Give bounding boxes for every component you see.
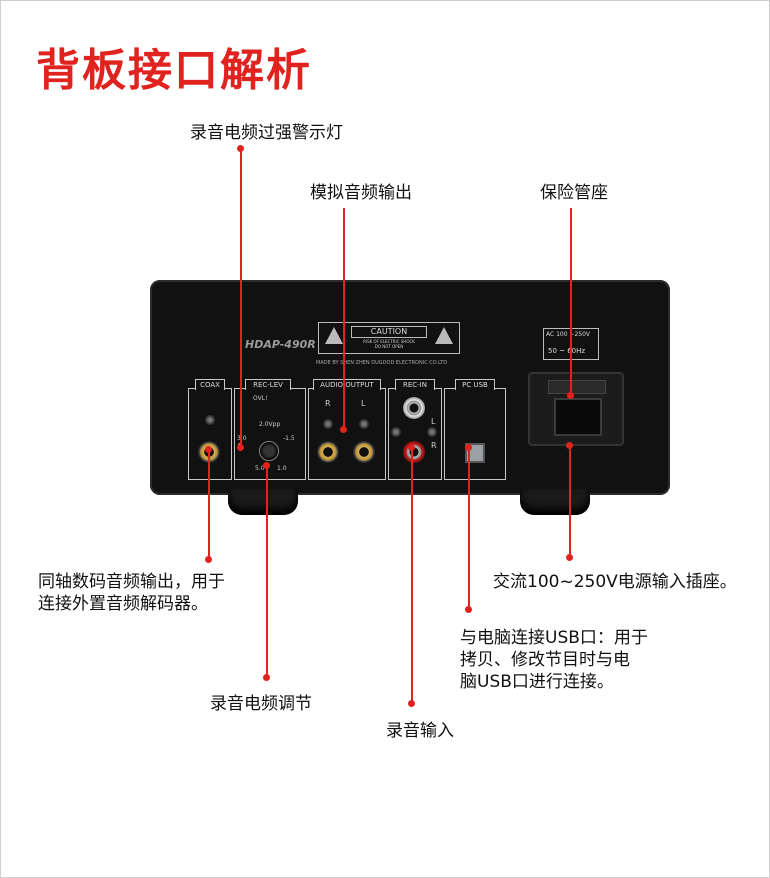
- knob-bl-text: 5.0: [255, 465, 265, 472]
- callout-fuse-holder: 保险管座: [540, 183, 608, 203]
- pointer-dot: [263, 462, 270, 469]
- callout-usb-line3: 脑USB口进行连接。: [460, 672, 614, 692]
- device-model: HDAP-490R: [245, 338, 316, 351]
- screw-icon: [323, 419, 333, 429]
- pointer-dot: [237, 145, 244, 152]
- analog-output-l-jack[interactable]: [353, 441, 375, 463]
- pointer-line-usb: [468, 448, 470, 610]
- caution-label: CAUTION RISK OF ELECTRIC SHOCK DO NOT OP…: [318, 322, 460, 354]
- coax-panel: COAX: [188, 379, 232, 480]
- knob-right-text: -1.5: [283, 435, 295, 442]
- power-inlet-socket[interactable]: [528, 372, 624, 446]
- pointer-line-overload: [240, 148, 242, 448]
- screw-icon: [427, 427, 437, 437]
- callout-record-level: 录音电频调节: [210, 694, 312, 714]
- pointer-line-record-input: [411, 448, 413, 704]
- callout-record-overload-led: 录音电频过强警示灯: [190, 123, 343, 143]
- audio-output-tag: AUDIO OUTPUT: [313, 379, 381, 390]
- pointer-dot: [408, 700, 415, 707]
- fuse-holder[interactable]: [548, 380, 606, 394]
- screw-icon: [391, 427, 401, 437]
- rec-lev-panel: REC-LEV OVL! 2.0Vpp 3.0 -1.5 5.0 1.0: [234, 379, 306, 480]
- warning-triangle-icon: [325, 327, 343, 344]
- warning-triangle-icon: [435, 327, 453, 344]
- ac-freq: 50 ~ 60Hz: [548, 347, 586, 355]
- pointer-line-record-level: [266, 466, 268, 678]
- device-back-panel: HDAP-490R CAUTION RISK OF ELECTRIC SHOCK…: [150, 280, 670, 495]
- screw-icon: [205, 415, 215, 425]
- callout-analog-output: 模拟音频输出: [310, 183, 412, 203]
- knob-br-text: 1.0: [277, 465, 287, 472]
- caution-title: CAUTION: [351, 326, 427, 338]
- callout-coax-line1: 同轴数码音频输出，用于: [38, 572, 225, 592]
- pc-usb-tag: PC USB: [455, 379, 495, 390]
- pc-usb-panel: PC USB: [444, 379, 506, 480]
- callout-power-input: 交流100~250V电源输入插座。: [493, 572, 737, 592]
- pointer-line-fuse: [570, 208, 572, 396]
- pointer-dot: [408, 444, 415, 451]
- ovl-text: OVL!: [253, 395, 268, 402]
- pointer-dot: [205, 556, 212, 563]
- pointer-dot: [566, 554, 573, 561]
- caution-sub1: RISK OF ELECTRIC SHOCK: [363, 339, 415, 344]
- pointer-dot: [263, 674, 270, 681]
- rec-in-tag: REC-IN: [395, 379, 435, 390]
- channel-r-label: R: [325, 399, 331, 408]
- device-foot: [228, 489, 298, 515]
- callout-record-input: 录音输入: [386, 721, 454, 741]
- callout-usb-line1: 与电脑连接USB口：用于: [460, 628, 648, 648]
- pointer-dot: [465, 444, 472, 451]
- callout-usb-line2: 拷贝、修改节目时与电: [460, 650, 630, 670]
- made-by-text: MADE BY SHEN ZHEN DUGOOD ELECTRONIC CO.L…: [316, 360, 448, 366]
- pointer-line-coax: [208, 450, 210, 560]
- pointer-dot: [237, 444, 244, 451]
- pointer-dot: [566, 442, 573, 449]
- rec-in-l-label: L: [431, 417, 436, 426]
- ac-range: AC 100 ~250V: [546, 331, 591, 338]
- audio-output-panel: AUDIO OUTPUT R L: [308, 379, 386, 480]
- rec-lev-tag: REC-LEV: [245, 379, 291, 390]
- screw-icon: [359, 419, 369, 429]
- coax-tag: COAX: [195, 379, 225, 390]
- rec-in-r-label: R: [431, 441, 437, 450]
- callout-coax-line2: 连接外置音频解码器。: [38, 594, 208, 614]
- record-input-l-jack[interactable]: [403, 397, 425, 419]
- pointer-dot: [465, 606, 472, 613]
- device-foot: [520, 489, 590, 515]
- caution-sub2: DO NOT OPEN: [374, 344, 404, 349]
- vpp-text: 2.0Vpp: [259, 421, 281, 428]
- pointer-dot: [340, 426, 347, 433]
- pointer-line-analog-output: [343, 208, 345, 430]
- record-level-knob[interactable]: [259, 441, 279, 461]
- pointer-line-power: [569, 446, 571, 558]
- analog-output-r-jack[interactable]: [317, 441, 339, 463]
- pointer-dot: [205, 446, 212, 453]
- page-title: 背板接口解析: [36, 45, 312, 96]
- rec-in-panel: REC-IN L R: [388, 379, 442, 480]
- pointer-dot: [567, 392, 574, 399]
- channel-l-label: L: [361, 399, 366, 408]
